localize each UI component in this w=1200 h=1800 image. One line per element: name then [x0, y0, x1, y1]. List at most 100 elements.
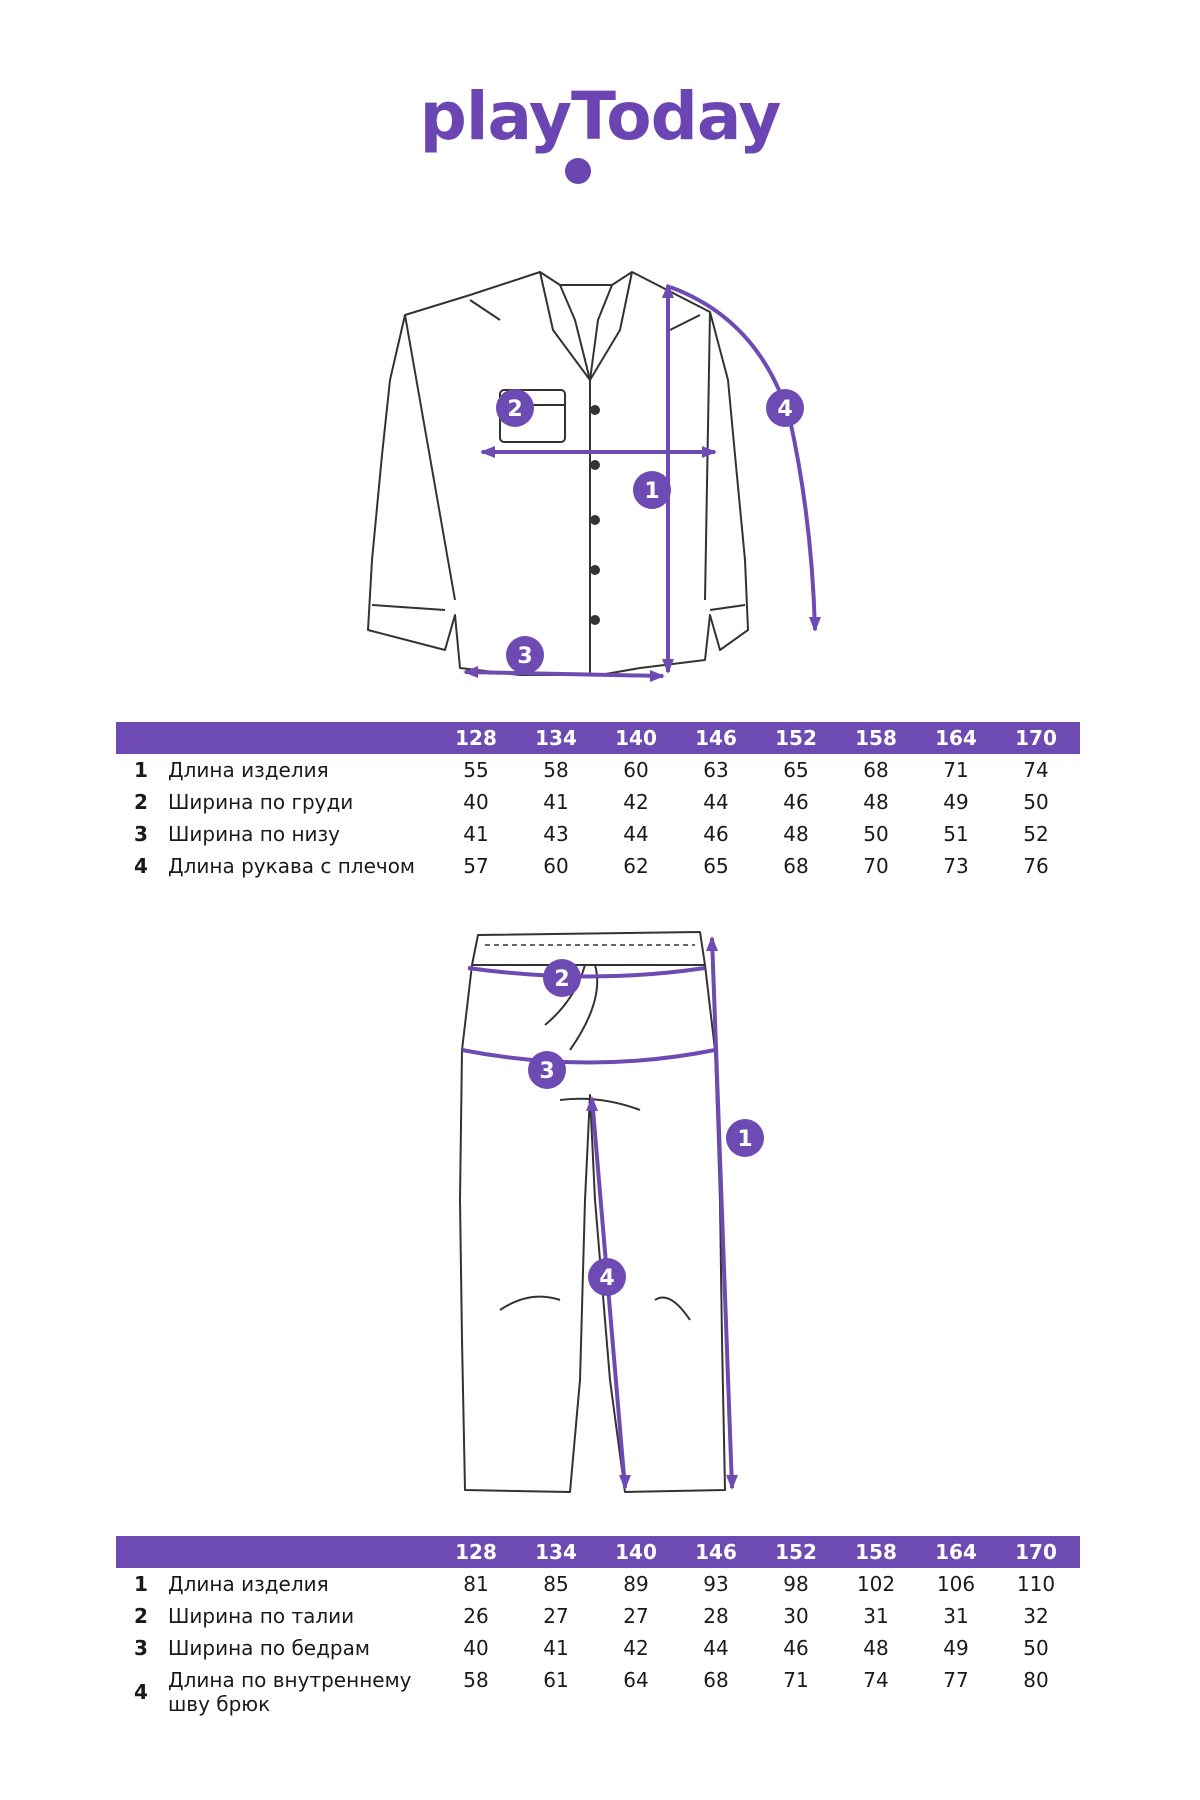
row-number: 4 [134, 1680, 148, 1704]
row-number: 3 [134, 1636, 148, 1660]
marker-label-4: 4 [777, 397, 792, 422]
cell-value: 55 [463, 758, 489, 782]
cell-value: 63 [703, 758, 729, 782]
cell-value: 51 [943, 822, 969, 846]
cell-value: 42 [623, 1636, 649, 1660]
cell-value: 46 [703, 822, 729, 846]
marker-label-2: 2 [507, 397, 522, 422]
table-header: 128 134 140 146 152 158 164 170 [116, 722, 1080, 754]
size-header: 146 [695, 1540, 737, 1564]
row-label: Длина рукава с плечом [168, 854, 416, 878]
size-header: 158 [855, 1540, 897, 1564]
marker-label-3: 3 [539, 1059, 554, 1084]
cell-value: 50 [1023, 1636, 1049, 1660]
marker-label-1: 1 [644, 479, 659, 504]
cell-value: 71 [783, 1668, 809, 1692]
row-label: Ширина по талии [168, 1604, 355, 1628]
size-header: 170 [1015, 726, 1057, 750]
cell-value: 77 [943, 1668, 969, 1692]
cell-value: 32 [1023, 1604, 1049, 1628]
marker-circle-2 [543, 959, 581, 997]
size-header: 164 [935, 726, 977, 750]
cell-value: 74 [863, 1668, 889, 1692]
row-label: Длина изделия [168, 1572, 329, 1596]
cell-value: 48 [783, 822, 809, 846]
table-row: 1 Длина изделия 81 85 89 93 98 102 106 1… [116, 1568, 1080, 1600]
cell-value: 50 [1023, 790, 1049, 814]
cell-value: 102 [856, 1572, 896, 1596]
marker-label-3: 3 [517, 644, 532, 669]
marker-circle-1 [726, 1119, 764, 1157]
table-row: 3 Ширина по бедрам 40 41 42 44 46 48 49 … [116, 1632, 1080, 1664]
cell-value: 44 [623, 822, 649, 846]
row-label: Ширина по груди [168, 790, 354, 814]
table-row: 4 Длина по внутреннему шву брюк 58 61 64… [116, 1664, 1080, 1718]
measure-line-3 [461, 1048, 716, 1065]
size-header: 128 [455, 1540, 497, 1564]
cell-value: 60 [543, 854, 569, 878]
cell-value: 40 [463, 790, 489, 814]
size-header: 152 [775, 1540, 817, 1564]
marker-circle-4 [588, 1258, 626, 1296]
cell-value: 89 [623, 1572, 649, 1596]
cell-value: 44 [703, 790, 729, 814]
row-number: 3 [134, 822, 148, 846]
cell-value: 41 [543, 790, 569, 814]
cell-value: 65 [703, 854, 729, 878]
cell-value: 98 [783, 1572, 809, 1596]
pants-outline [459, 931, 726, 1493]
cell-value: 41 [463, 822, 489, 846]
cell-value: 49 [943, 1636, 969, 1660]
cell-value: 48 [863, 1636, 889, 1660]
cell-value: 58 [543, 758, 569, 782]
cell-value: 68 [863, 758, 889, 782]
cell-value: 93 [703, 1572, 729, 1596]
cell-value: 42 [623, 790, 649, 814]
marker-circle-1 [633, 471, 671, 509]
cell-value: 110 [1016, 1572, 1056, 1596]
measure-line-1 [710, 937, 734, 1489]
shirt-size-table: 128 134 140 146 152 158 164 170 1 Длина … [116, 722, 1080, 882]
row-label: Длина по внутреннему шву брюк [168, 1668, 412, 1716]
shirt-drawing: 1 2 3 4 [367, 271, 821, 682]
cell-value: 80 [1023, 1668, 1049, 1692]
measure-line-3 [464, 670, 664, 678]
table-header: 128 134 140 146 152 158 164 170 [116, 1536, 1080, 1568]
size-header: 152 [775, 726, 817, 750]
row-label: Ширина по бедрам [168, 1636, 370, 1660]
cell-value: 57 [463, 854, 489, 878]
row-number: 1 [134, 1572, 148, 1596]
table-row: 2 Ширина по талии 26 27 27 28 30 31 31 3… [116, 1600, 1080, 1632]
cell-value: 65 [783, 758, 809, 782]
cell-value: 68 [783, 854, 809, 878]
cell-value: 61 [543, 1668, 569, 1692]
cell-value: 27 [543, 1604, 569, 1628]
cell-value: 40 [463, 1636, 489, 1660]
measure-line-2 [467, 966, 706, 979]
row-number: 2 [134, 1604, 148, 1628]
marker-label-4: 4 [599, 1266, 614, 1291]
marker-circle-2 [496, 389, 534, 427]
cell-value: 31 [863, 1604, 889, 1628]
cell-value: 73 [943, 854, 969, 878]
row-label: Длина изделия [168, 758, 329, 782]
cell-value: 46 [783, 1636, 809, 1660]
cell-value: 71 [943, 758, 969, 782]
size-header: 140 [615, 1540, 657, 1564]
cell-value: 50 [863, 822, 889, 846]
cell-value: 41 [543, 1636, 569, 1660]
cell-value: 31 [943, 1604, 969, 1628]
cell-value: 28 [703, 1604, 729, 1628]
cell-value: 74 [1023, 758, 1049, 782]
pants-drawing: 1 2 3 4 [459, 931, 764, 1493]
row-label: Ширина по низу [168, 822, 340, 846]
marker-circle-4 [766, 389, 804, 427]
drawstring [544, 964, 599, 1051]
size-header: 146 [695, 726, 737, 750]
cell-value: 68 [703, 1668, 729, 1692]
size-header: 170 [1015, 1540, 1057, 1564]
cell-value: 76 [1023, 854, 1049, 878]
cell-value: 85 [543, 1572, 569, 1596]
cell-value: 64 [623, 1668, 649, 1692]
cell-value: 48 [863, 790, 889, 814]
